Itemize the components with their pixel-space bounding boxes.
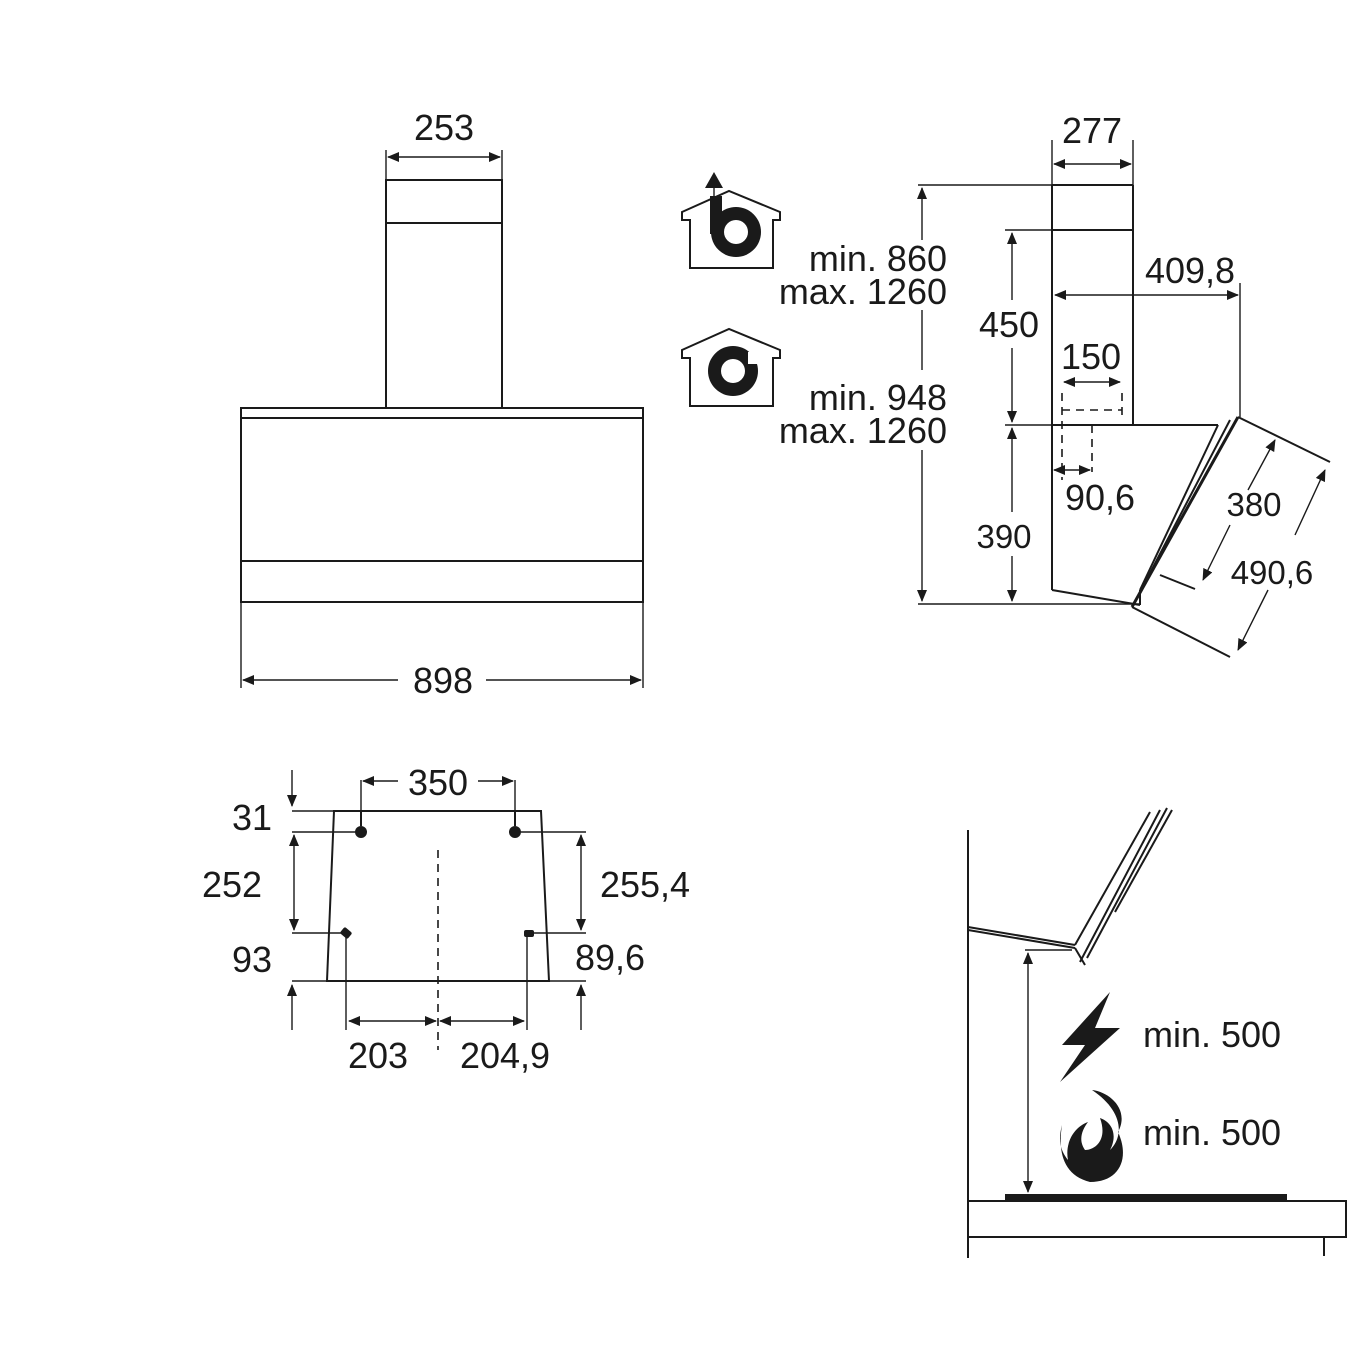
dim-top-offset: 31 [232, 770, 334, 838]
side-view: min. 860 max. 1260 min. 948 max. 1260 27… [681, 110, 1331, 658]
recirculation-max-label: max. 1260 [779, 410, 947, 451]
side-outlet [1061, 393, 1123, 480]
side-hood-body [1051, 424, 1219, 606]
dim-lower-height: 390 [976, 427, 1032, 602]
dim-panel-inner: 380 [1202, 439, 1282, 581]
electric-min-label: min. 500 [1143, 1014, 1281, 1055]
left-horizontal-label: 203 [348, 1035, 408, 1076]
left-vertical-label: 252 [202, 864, 262, 905]
total-width-label: 898 [413, 660, 473, 701]
left-bottom-label: 93 [232, 939, 272, 980]
recirculation-min-label: min. 948 [809, 377, 947, 418]
right-vertical-label: 255,4 [600, 864, 690, 905]
clearance-cooktop [967, 1194, 1347, 1256]
chimney-depth-label: 277 [1062, 110, 1122, 151]
bracket-spacing-label: 350 [408, 762, 468, 803]
extraction-max-label: max. 1260 [779, 271, 947, 312]
mounting-plate [325, 810, 551, 1050]
front-chimney [385, 179, 503, 409]
dim-left-bottom: 93 [232, 939, 327, 1030]
right-horizontal-label: 204,9 [460, 1035, 550, 1076]
dim-horizontal-offsets: 203 204,9 [345, 937, 550, 1076]
panel-inner-label: 380 [1226, 486, 1281, 523]
chimney-width-label: 253 [414, 107, 474, 148]
right-bottom-label: 89,6 [575, 937, 645, 978]
extraction-house-icon [681, 172, 781, 269]
extraction-height-labels: min. 860 max. 1260 [779, 238, 947, 312]
recirculation-height-labels: min. 948 max. 1260 [779, 377, 947, 451]
side-chimney [1051, 184, 1134, 590]
clearance-view: min. 500 min. 500 [967, 807, 1347, 1258]
gas-min-label: min. 500 [1143, 1112, 1281, 1153]
recirculation-house-icon [681, 327, 781, 407]
clearance-hood [967, 807, 1173, 966]
dim-depth: 409,8 [1054, 250, 1241, 417]
side-glass-panel [1130, 416, 1331, 658]
extraction-min-label: min. 860 [809, 238, 947, 279]
dim-total-width: 898 [240, 602, 644, 701]
dim-right-bottom: 89,6 [549, 937, 645, 1030]
dim-chimney-width: 253 [385, 107, 503, 180]
dim-upper-height: 450 [979, 229, 1052, 426]
dim-bracket-spacing: 350 [360, 762, 516, 811]
flame-icon [1060, 1090, 1123, 1182]
outlet-offset-label: 90,6 [1065, 477, 1135, 518]
outlet-width-label: 150 [1061, 336, 1121, 377]
front-hood-body [240, 407, 644, 603]
panel-outer-label: 490,6 [1231, 554, 1314, 591]
depth-label: 409,8 [1145, 250, 1235, 291]
dim-chimney-depth: 277 [1051, 110, 1134, 185]
dim-outlet-width: 150 [1061, 336, 1121, 387]
dim-panel-outer: 490,6 [1231, 469, 1326, 651]
lightning-icon [1060, 992, 1120, 1082]
mounting-view: 350 31 252 93 255,4 89,6 [202, 762, 690, 1076]
dim-left-vertical: 252 [202, 831, 355, 934]
front-view: 253 898 [240, 107, 644, 701]
dim-total-height [917, 184, 1140, 605]
dim-right-vertical: 255,4 [521, 831, 690, 934]
mounting-holes [340, 811, 534, 939]
top-offset-label: 31 [232, 797, 272, 838]
lower-height-label: 390 [976, 518, 1031, 555]
dim-outlet-offset: 90,6 [1053, 465, 1135, 518]
upper-height-label: 450 [979, 304, 1039, 345]
